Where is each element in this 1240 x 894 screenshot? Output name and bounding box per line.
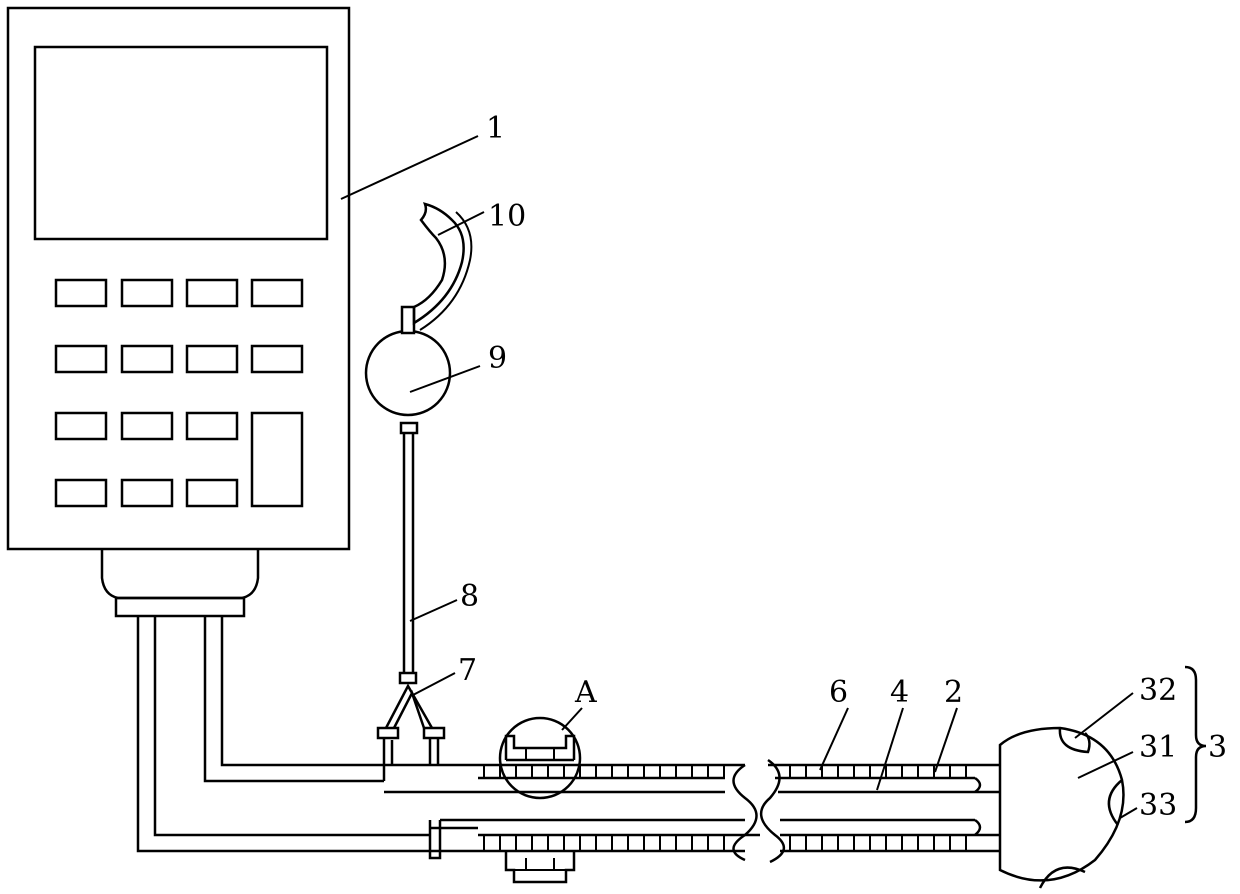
label-device: 1	[486, 111, 505, 146]
tip	[1000, 728, 1123, 888]
tube-right	[761, 760, 1000, 862]
device-body	[8, 8, 349, 616]
brace-3	[1185, 667, 1206, 822]
leader-32	[1075, 693, 1133, 738]
tube-left	[384, 765, 760, 860]
label-sleeve: 6	[829, 675, 848, 710]
device-screen	[35, 47, 327, 239]
detail-a	[500, 718, 580, 798]
label-tip-port-upper: 32	[1139, 673, 1177, 708]
leader-a	[562, 708, 582, 730]
label-detail-a: A	[574, 675, 597, 710]
leader-7	[413, 673, 455, 695]
device-connector	[102, 549, 258, 598]
label-bulb: 9	[488, 341, 507, 376]
branch-tube	[401, 423, 417, 673]
leader-8	[410, 600, 457, 621]
label-tip-group: 3	[1208, 730, 1227, 765]
label-tip-port-lower: 33	[1139, 788, 1177, 823]
leader-9	[410, 366, 480, 392]
bulb	[366, 307, 450, 415]
device-keypad	[56, 280, 302, 506]
device-connector-base	[116, 598, 244, 616]
label-y-connector: 7	[458, 653, 477, 688]
label-inner-line: 4	[890, 675, 909, 710]
leader-31	[1078, 752, 1133, 778]
bottom-clip	[506, 851, 574, 882]
label-tube: 2	[944, 675, 963, 710]
label-tip-body: 31	[1139, 730, 1177, 765]
label-branch-tube: 8	[460, 579, 479, 614]
label-hook: 10	[488, 199, 526, 234]
leader-2	[935, 708, 957, 772]
leader-1	[341, 136, 478, 199]
leader-6	[820, 708, 848, 770]
